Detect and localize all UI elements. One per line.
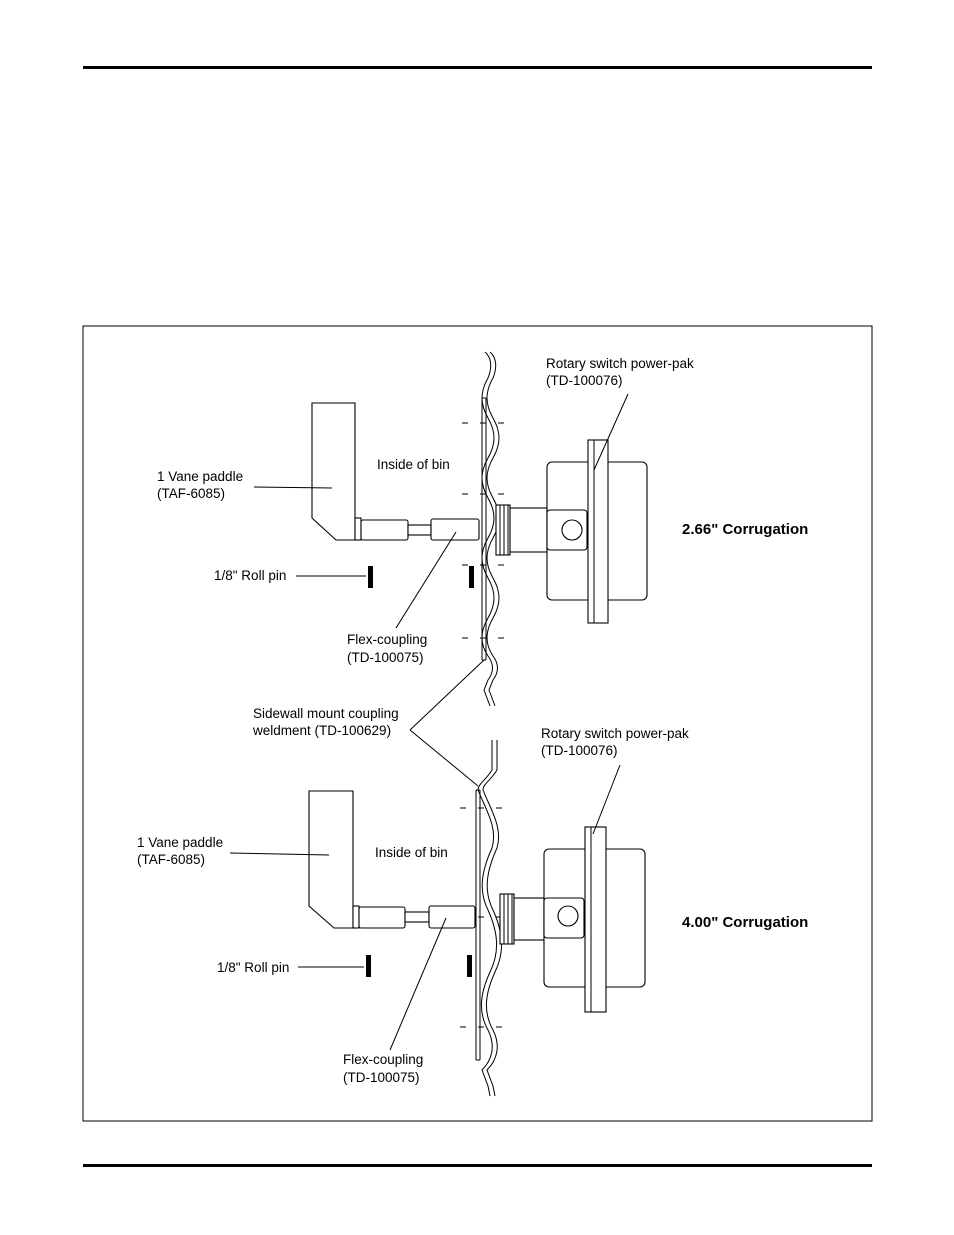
roll-pin-label: 1/8" Roll pin (217, 960, 289, 975)
paddle-hub (352, 905, 360, 929)
corrugated-wall-inner (482, 740, 503, 1097)
conduit-hole (557, 905, 579, 927)
weldment-callout: Sidewall mount coupling weldment (TD-100… (252, 659, 485, 787)
assembly-top: Rotary switch power-pak (TD-100076) Insi… (157, 351, 808, 707)
shaft (404, 911, 430, 923)
roll-pin-icon (368, 566, 373, 588)
vane-paddle (311, 402, 356, 541)
conduit-hole (561, 519, 583, 541)
hub-neck (513, 897, 545, 941)
weldment-plate (475, 789, 481, 1061)
corrugation-title: 2.66" Corrugation (682, 521, 808, 538)
figure-frame (82, 325, 873, 1122)
paddle-label: 1 Vane paddle (157, 469, 243, 484)
power-pak-label: Rotary switch power-pak (541, 726, 689, 741)
paddle-part: (TAF-6085) (157, 486, 225, 501)
leader-weldment-top (409, 659, 485, 731)
weldment-plate (481, 397, 487, 661)
roll-pin-icon (366, 955, 371, 977)
leader-weldment-bottom (409, 729, 479, 787)
leader-paddle (229, 852, 330, 856)
hub-threads (499, 505, 509, 555)
leader-power-pak (593, 393, 629, 471)
hub-neck (509, 507, 548, 553)
flex-coupling (428, 905, 476, 929)
power-pak-part: (TD-100076) (541, 743, 618, 758)
shaft-coupling (358, 906, 406, 929)
corrugated-wall-outer (477, 740, 498, 1097)
footer-rule (83, 1164, 872, 1167)
inside-of-bin-label: Inside of bin (375, 845, 448, 860)
roll-pin-label: 1/8" Roll pin (214, 568, 286, 583)
power-pak-part: (TD-100076) (546, 373, 623, 388)
vane-paddle (308, 790, 354, 929)
paddle-label: 1 Vane paddle (137, 835, 223, 850)
paddle-part: (TAF-6085) (137, 852, 205, 867)
assembly-bottom: Rotary switch power-pak (TD-100076) Insi… (137, 726, 808, 1097)
roll-pin-icon (467, 955, 472, 977)
leader-flex (389, 917, 447, 1051)
leader-paddle (253, 486, 333, 489)
leader-power-pak (592, 764, 621, 835)
weldment-label-line1: Sidewall mount coupling (253, 706, 399, 721)
flex-part: (TD-100075) (347, 650, 424, 665)
corrugation-title: 4.00" Corrugation (682, 914, 808, 931)
flex-label: Flex-coupling (343, 1052, 423, 1067)
paddle-hub (354, 517, 362, 541)
power-pak-flange (587, 439, 609, 624)
hub-threads (503, 894, 513, 944)
power-pak-label: Rotary switch power-pak (546, 356, 694, 371)
shaft (407, 524, 432, 536)
shaft-coupling (360, 519, 409, 541)
weldment-label-line2: weldment (TD-100629) (252, 723, 391, 738)
flex-label: Flex-coupling (347, 632, 427, 647)
header-rule (83, 66, 872, 69)
flex-part: (TD-100075) (343, 1070, 420, 1085)
roll-pin-icon (469, 566, 474, 588)
flex-coupling (430, 518, 480, 541)
inside-of-bin-label: Inside of bin (377, 457, 450, 472)
leader-flex (395, 531, 457, 629)
power-pak-flange (584, 826, 607, 1013)
